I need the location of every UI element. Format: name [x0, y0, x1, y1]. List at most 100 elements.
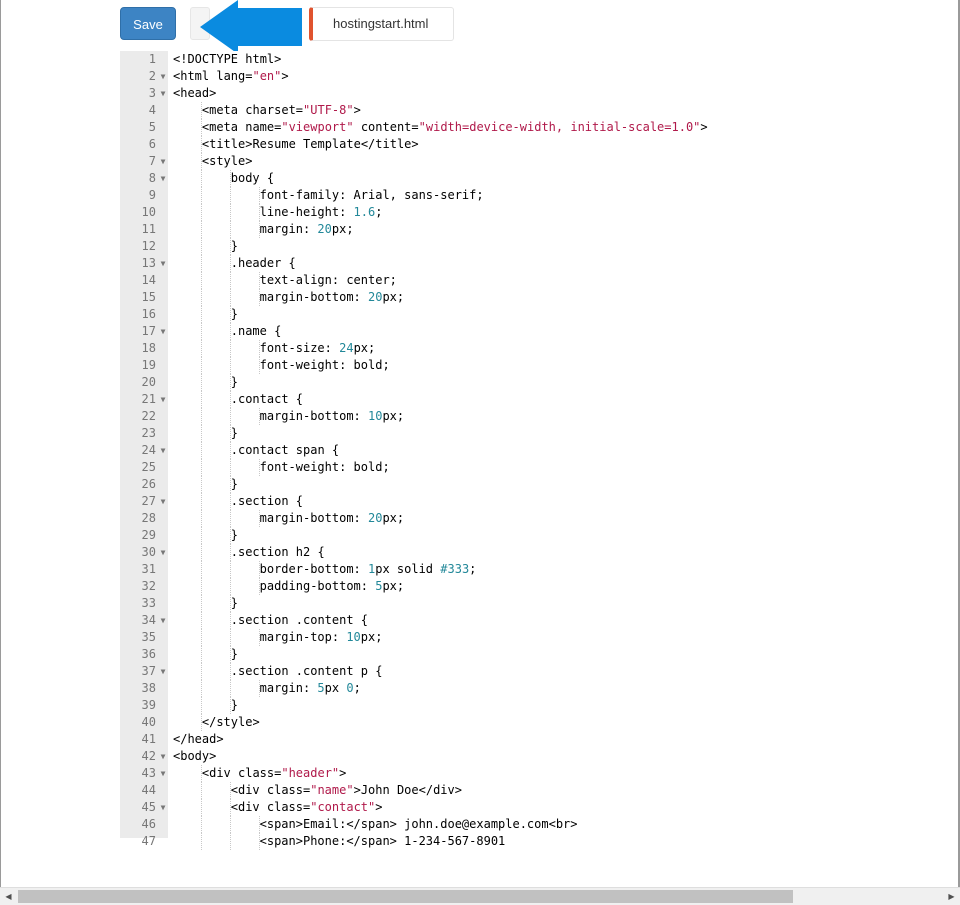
line-number: 24	[141, 443, 156, 457]
indent-guide	[200, 221, 202, 238]
fold-toggle-icon[interactable]: ▼	[160, 259, 166, 268]
code-token: ;	[353, 681, 361, 695]
scrollbar-thumb[interactable]	[18, 890, 793, 903]
indent-guide	[229, 663, 231, 680]
code-line: 42▼<body>	[120, 748, 958, 765]
indent-guide	[200, 289, 202, 306]
line-number: 13	[141, 256, 156, 270]
indent-guide	[200, 561, 202, 578]
indent-guide	[200, 204, 202, 221]
code-line: 17▼.name {	[120, 323, 958, 340]
indent-guide	[200, 408, 202, 425]
indent-guide	[258, 357, 260, 374]
indent-guide	[200, 527, 202, 544]
line-number: 27	[141, 494, 156, 508]
code-token: >	[353, 103, 361, 117]
scroll-right-arrow-icon[interactable]: ▶	[948, 892, 955, 901]
indent-guide	[229, 816, 231, 833]
code-token: .header {	[230, 256, 296, 270]
fold-toggle-icon[interactable]: ▼	[160, 548, 166, 557]
fold-toggle-icon[interactable]: ▼	[160, 752, 166, 761]
line-number: 15	[141, 290, 156, 304]
code-token: </head>	[173, 732, 224, 746]
string-token: "UTF-8"	[303, 103, 354, 117]
indent-guide	[200, 374, 202, 391]
fold-toggle-icon[interactable]: ▼	[160, 446, 166, 455]
code-line: 44<div class="name">John Doe</div>	[120, 782, 958, 799]
fold-toggle-icon[interactable]: ▼	[160, 89, 166, 98]
fold-toggle-icon[interactable]: ▼	[160, 72, 166, 81]
horizontal-scrollbar[interactable]: ◀ ▶	[0, 887, 960, 905]
indent-guide	[229, 527, 231, 544]
code-text: }	[231, 238, 238, 255]
indent-guide	[200, 578, 202, 595]
code-token: >John Doe</div>	[353, 783, 462, 797]
code-token: px;	[382, 409, 405, 423]
fold-toggle-icon[interactable]: ▼	[160, 327, 166, 336]
code-token: <head>	[173, 86, 217, 100]
line-number: 44	[141, 783, 156, 797]
code-text: <div class="header">	[202, 765, 347, 782]
indent-guide	[229, 646, 231, 663]
line-number: 37	[141, 664, 156, 678]
tab-hostingstart[interactable]: hostingstart.html	[309, 7, 454, 41]
indent-guide	[229, 544, 231, 561]
code-text: margin-bottom: 20px;	[260, 289, 405, 306]
code-line: 6<title>Resume Template</title>	[120, 136, 958, 153]
code-editor[interactable]: 1<!DOCTYPE html>2▼<html lang="en">3▼<hea…	[120, 51, 958, 850]
line-number: 14	[141, 273, 156, 287]
code-text: <span>Phone:</span> 1-234-567-8901	[260, 833, 506, 850]
indent-guide	[229, 697, 231, 714]
indent-guide	[258, 816, 260, 833]
indent-guide	[200, 153, 202, 170]
code-text: </head>	[173, 731, 224, 748]
fold-toggle-icon[interactable]: ▼	[160, 395, 166, 404]
line-number: 4	[148, 103, 156, 117]
code-token: .contact span {	[230, 443, 340, 457]
indent-guide	[229, 374, 231, 391]
code-text: <head>	[173, 85, 216, 102]
fold-toggle-icon[interactable]: ▼	[160, 157, 166, 166]
indent-guide	[258, 561, 260, 578]
indent-guide	[200, 459, 202, 476]
fold-toggle-icon[interactable]: ▼	[160, 769, 166, 778]
indent-guide	[258, 510, 260, 527]
fold-toggle-icon[interactable]: ▼	[160, 667, 166, 676]
fold-toggle-icon[interactable]: ▼	[160, 616, 166, 625]
number-token: 20	[368, 511, 383, 525]
number-token: 10	[368, 409, 383, 423]
code-line: 8▼body {	[120, 170, 958, 187]
code-token: margin-bottom:	[259, 290, 368, 304]
line-number: 20	[141, 375, 156, 389]
scroll-left-arrow-icon[interactable]: ◀	[5, 892, 12, 901]
code-text: .contact span {	[231, 442, 339, 459]
code-text: margin-bottom: 10px;	[260, 408, 405, 425]
line-number: 6	[148, 137, 156, 151]
indent-guide	[200, 442, 202, 459]
indent-guide	[258, 340, 260, 357]
code-text: margin-top: 10px;	[260, 629, 383, 646]
code-text: <style>	[202, 153, 253, 170]
number-token: 1.6	[353, 205, 376, 219]
line-number: 34	[141, 613, 156, 627]
line-number: 22	[141, 409, 156, 423]
code-token: <meta charset=	[201, 103, 304, 117]
fold-toggle-icon[interactable]: ▼	[160, 174, 166, 183]
code-token: px;	[382, 579, 405, 593]
code-token: margin:	[259, 222, 318, 236]
fold-toggle-icon[interactable]: ▼	[160, 497, 166, 506]
code-token: <style>	[201, 154, 253, 168]
code-token: <html lang=	[173, 69, 253, 83]
code-token: margin-bottom:	[259, 409, 368, 423]
save-button[interactable]: Save	[120, 7, 176, 40]
fold-toggle-icon[interactable]: ▼	[160, 803, 166, 812]
indent-guide	[258, 272, 260, 289]
code-token: <meta name=	[201, 120, 282, 134]
indent-guide	[229, 340, 231, 357]
code-token: content=	[353, 120, 419, 134]
